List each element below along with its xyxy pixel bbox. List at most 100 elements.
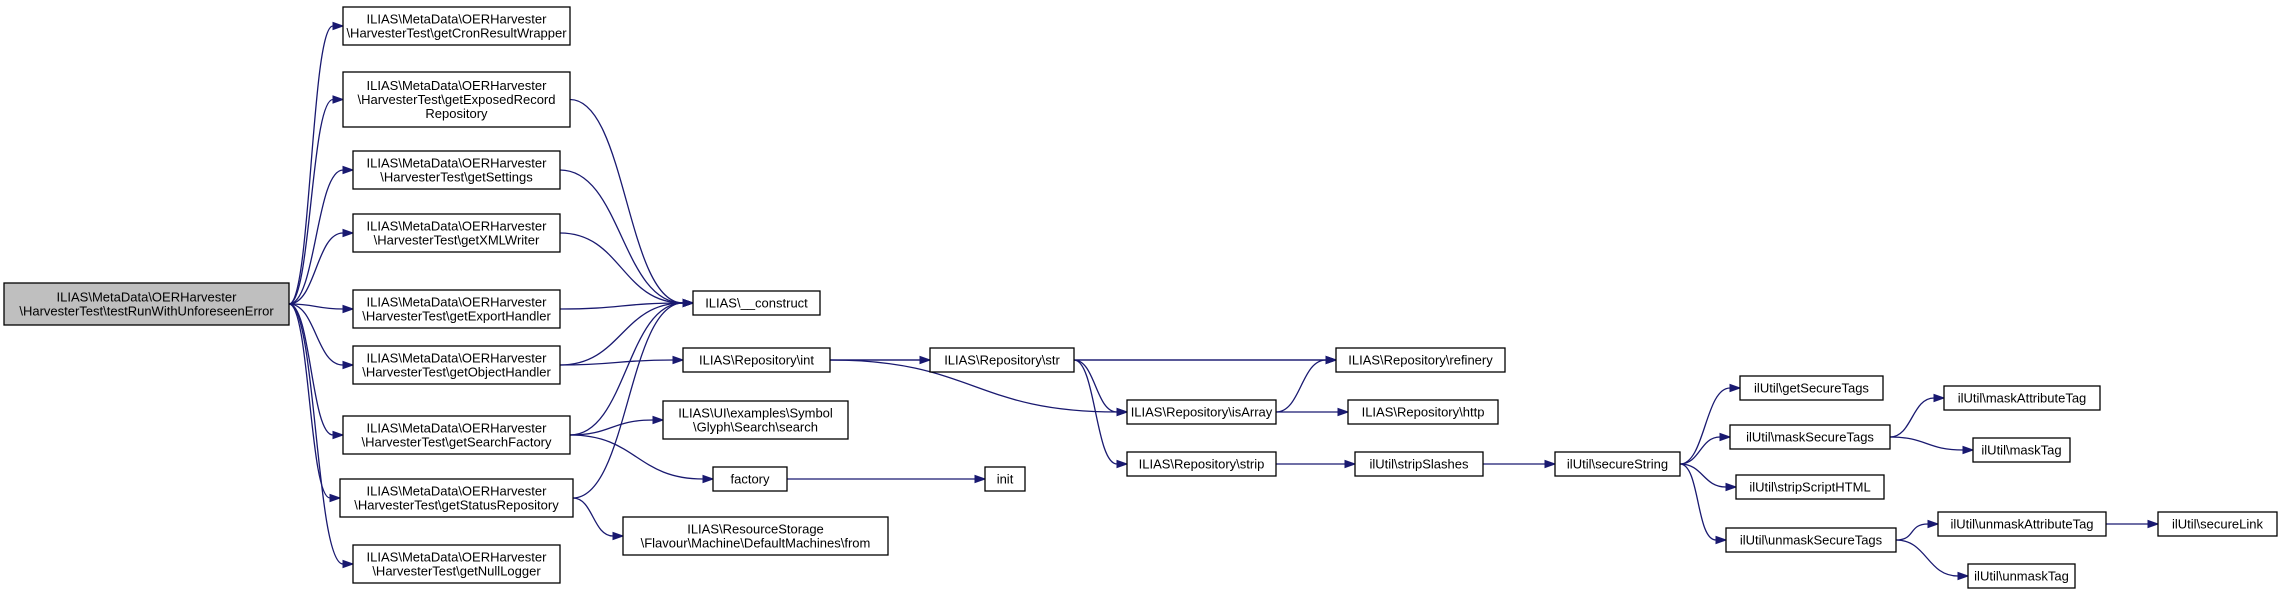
node-label-line: ILIAS\MetaData\OERHarvester: [367, 12, 548, 27]
node-refinery[interactable]: ILIAS\Repository\refinery: [1335, 347, 1506, 373]
edge-line: [1679, 387, 1731, 465]
node-get-exposed-record-repository[interactable]: ILIAS\MetaData\OERHarvester\HarvesterTes…: [342, 71, 571, 128]
node-label-line: ILIAS\Repository\refinery: [1348, 353, 1493, 368]
arrowhead-icon: [1544, 459, 1557, 469]
edge-line: [1889, 397, 1935, 438]
node-get-null-logger[interactable]: ILIAS\MetaData\OERHarvester\HarvesterTes…: [352, 544, 561, 584]
node-box: [342, 415, 571, 455]
node-label-line: ILIAS\MetaData\OERHarvester: [367, 351, 548, 366]
node-box: [352, 150, 561, 190]
arrowhead-icon: [1725, 482, 1738, 492]
arrowhead-icon: [329, 493, 342, 503]
node-box: [339, 478, 574, 518]
arrowhead-icon: [342, 165, 355, 175]
arrowhead-icon: [682, 298, 695, 308]
node-box: [1735, 474, 1885, 500]
edge-line: [288, 169, 344, 305]
node-mask-attribute-tag[interactable]: ilUtil\maskAttributeTag: [1943, 385, 2101, 411]
node-get-settings[interactable]: ILIAS\MetaData\OERHarvester\HarvesterTes…: [352, 150, 561, 190]
edge-line: [572, 302, 684, 499]
node-secure-string[interactable]: ilUtil\secureString: [1554, 451, 1681, 477]
arrowhead-icon: [612, 531, 625, 541]
node-label-line: \HarvesterTest\getStatusRepository: [354, 498, 559, 513]
node-box: [622, 516, 889, 556]
node-is-array[interactable]: ILIAS\Repository\isArray: [1126, 399, 1277, 425]
node-box: [1729, 424, 1891, 450]
edge-line: [569, 434, 704, 480]
node-get-status-repository[interactable]: ILIAS\MetaData\OERHarvester\HarvesterTes…: [339, 478, 574, 518]
edge-strip-to-strip-slashes: [1275, 459, 1357, 469]
node-mask-tag[interactable]: ilUtil\maskTag: [1972, 437, 2071, 463]
node-factory[interactable]: factory: [712, 466, 788, 492]
node-box: [342, 71, 571, 128]
edge-get-search-factory-to-factory: [569, 434, 715, 484]
arrowhead-icon: [1729, 383, 1742, 393]
node-label-line: ILIAS\MetaData\OERHarvester: [367, 484, 548, 499]
edge-root-to-get-status-repository: [288, 303, 342, 503]
node-construct[interactable]: ILIAS\__construct: [692, 290, 821, 316]
node-label-line: \HarvesterTest\getNullLogger: [372, 564, 541, 579]
arrowhead-icon: [1344, 459, 1357, 469]
edges-layer: [288, 21, 2160, 581]
node-init[interactable]: init: [984, 466, 1026, 492]
node-root[interactable]: ILIAS\MetaData\OERHarvester\HarvesterTes…: [3, 282, 290, 326]
node-label-line: \HarvesterTest\testRunWithUnforeseenErro…: [19, 304, 274, 319]
node-mask-secure-tags[interactable]: ilUtil\maskSecureTags: [1729, 424, 1891, 450]
node-repo-int[interactable]: ILIAS\Repository\int: [682, 347, 831, 373]
node-label-line: ILIAS\MetaData\OERHarvester: [367, 219, 548, 234]
node-label-line: \Flavour\Machine\DefaultMachines\from: [641, 536, 871, 551]
arrowhead-icon: [1927, 519, 1940, 529]
edge-line: [1073, 359, 1118, 413]
edge-line: [288, 303, 344, 310]
node-unmask-secure-tags[interactable]: ilUtil\unmaskSecureTags: [1725, 527, 1897, 553]
node-get-export-handler[interactable]: ILIAS\MetaData\OERHarvester\HarvesterTes…: [352, 289, 561, 329]
node-repo-str[interactable]: ILIAS\Repository\str: [929, 347, 1075, 373]
edge-line: [1679, 436, 1721, 465]
edge-line: [559, 359, 674, 366]
arrowhead-icon: [342, 360, 355, 370]
node-get-cron-result-wrapper[interactable]: ILIAS\MetaData\OERHarvester\HarvesterTes…: [342, 6, 571, 46]
node-strip-slashes[interactable]: ilUtil\stripSlashes: [1354, 451, 1484, 477]
node-box: [352, 345, 561, 385]
node-label-line: ilUtil\unmaskSecureTags: [1740, 533, 1883, 548]
node-box: [929, 347, 1075, 373]
edge-get-status-repository-to-construct: [572, 298, 695, 499]
edge-root-to-get-cron-result-wrapper: [288, 21, 345, 305]
node-unmask-tag[interactable]: ilUtil\unmaskTag: [1967, 563, 2076, 589]
node-strip-script-html[interactable]: ilUtil\stripScriptHTML: [1735, 474, 1885, 500]
node-secure-link[interactable]: ilUtil\secureLink: [2157, 511, 2278, 537]
arrowhead-icon: [1337, 407, 1350, 417]
node-box: [342, 6, 571, 46]
node-get-object-handler[interactable]: ILIAS\MetaData\OERHarvester\HarvesterTes…: [352, 345, 561, 385]
arrowhead-icon: [702, 474, 715, 484]
node-box: [3, 282, 290, 326]
arrowhead-icon: [1933, 393, 1946, 403]
node-unmask-attribute-tag[interactable]: ilUtil\unmaskAttributeTag: [1937, 511, 2107, 537]
node-get-xmlwriter[interactable]: ILIAS\MetaData\OERHarvester\HarvesterTes…: [352, 213, 561, 253]
arrowhead-icon: [1116, 459, 1129, 469]
edge-secure-string-to-strip-script-html: [1679, 463, 1738, 492]
node-strip[interactable]: ILIAS\Repository\strip: [1126, 451, 1277, 477]
edge-get-settings-to-construct: [559, 169, 695, 308]
node-label-line: ILIAS\MetaData\OERHarvester: [367, 550, 548, 565]
edge-root-to-get-object-handler: [288, 303, 355, 370]
node-box: [1335, 347, 1506, 373]
edge-line: [1889, 436, 1964, 451]
node-default-machines[interactable]: ILIAS\ResourceStorage\Flavour\Machine\De…: [622, 516, 889, 556]
node-get-search-factory[interactable]: ILIAS\MetaData\OERHarvester\HarvesterTes…: [342, 415, 571, 455]
node-label-line: ILIAS\Repository\str: [944, 353, 1060, 368]
edge-root-to-get-null-logger: [288, 303, 355, 569]
node-http[interactable]: ILIAS\Repository\http: [1347, 399, 1499, 425]
edge-strip-slashes-to-secure-string: [1482, 459, 1557, 469]
node-label-line: \HarvesterTest\getObjectHandler: [362, 365, 551, 380]
edge-unmask-secure-tags-to-unmask-attribute-tag: [1895, 519, 1940, 541]
node-label-line: ilUtil\stripSlashes: [1370, 457, 1469, 472]
edge-root-to-get-xmlwriter: [288, 228, 355, 305]
node-get-secure-tags[interactable]: ilUtil\getSecureTags: [1739, 375, 1884, 401]
node-label-line: \HarvesterTest\getXMLWriter: [374, 233, 540, 248]
edge-mask-secure-tags-to-mask-tag: [1889, 436, 1975, 455]
edge-line: [569, 419, 654, 436]
node-glyph-search[interactable]: ILIAS\UI\examples\Symbol\Glyph\Search\se…: [662, 400, 849, 440]
node-label-line: \HarvesterTest\getExportHandler: [362, 309, 551, 324]
edge-get-search-factory-to-glyph-search: [569, 415, 665, 436]
